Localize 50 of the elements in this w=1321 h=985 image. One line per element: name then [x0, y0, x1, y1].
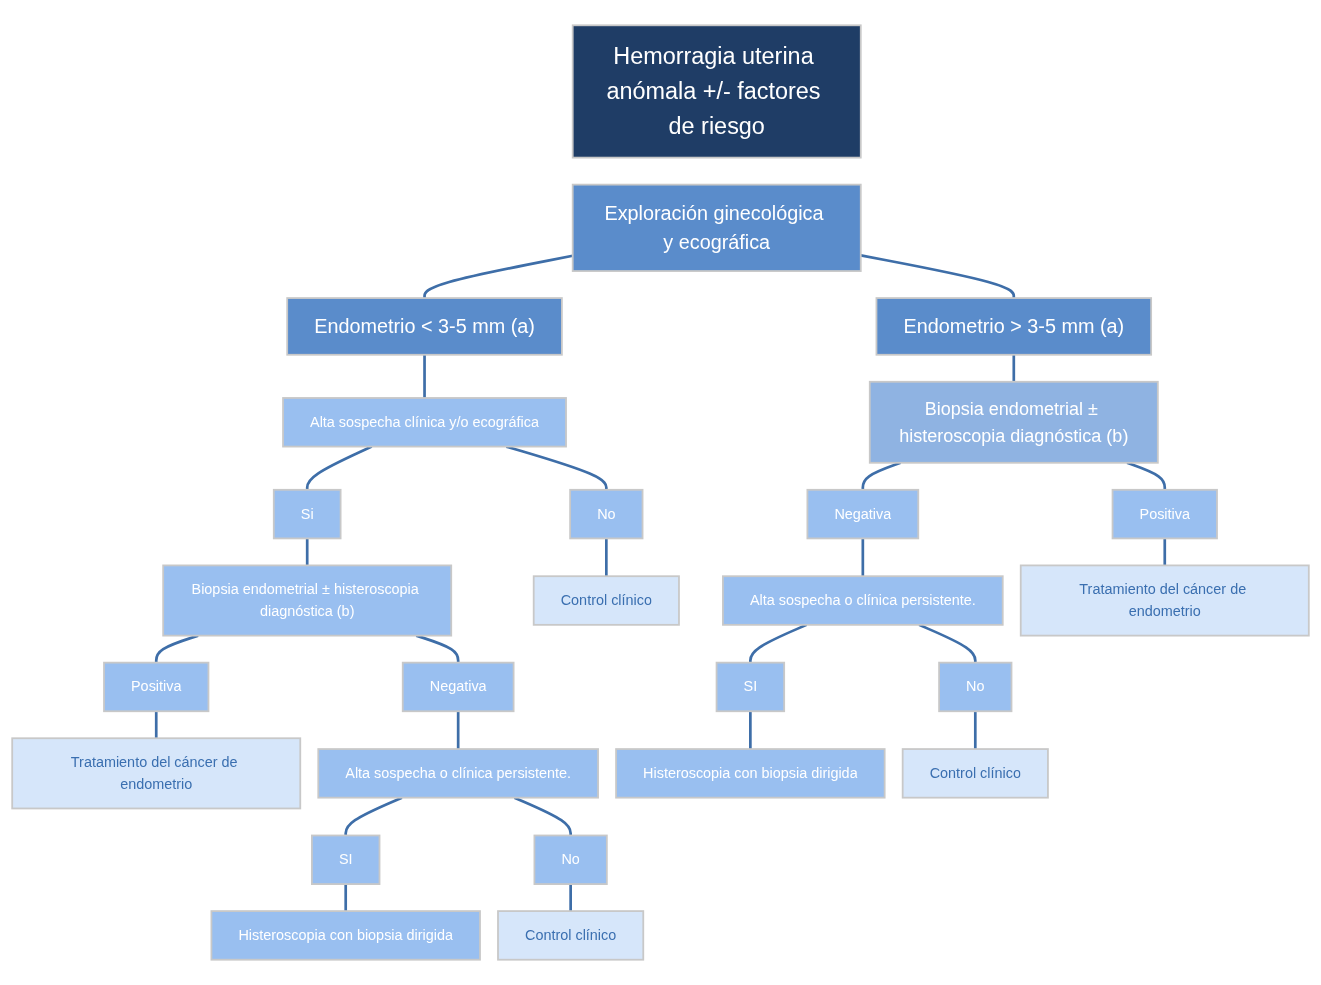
connector — [605, 538, 608, 577]
node-box: Control clínico — [532, 575, 680, 626]
connector — [918, 623, 977, 663]
connector — [305, 538, 309, 566]
node-box: Endometrio > 3-5 mm (a) — [875, 297, 1153, 356]
node-box: No — [569, 488, 644, 540]
connector — [749, 623, 808, 663]
node-box: No — [533, 834, 608, 885]
node-box: Control clínico — [497, 910, 645, 961]
node-box: Biopsia endometrial ± histeroscopia diagnóstica (b) — [868, 380, 1159, 464]
connector — [456, 711, 460, 750]
connector — [154, 634, 199, 663]
connector — [415, 634, 460, 663]
node-box: Exploración ginecológica y ecográfica — [571, 183, 862, 272]
node-box: Negativa — [806, 488, 920, 540]
node-box: Tratamiento del cáncer de endometrio — [11, 737, 302, 810]
node-box: SI — [715, 661, 786, 713]
node-box: No — [938, 661, 1013, 713]
node-box: Biopsia endometrial ± histeroscopia diagnóstica (b) — [162, 564, 453, 637]
node-box: Alta sospecha clínica y/o ecográfica — [282, 397, 567, 448]
node-box: Control clínico — [901, 748, 1049, 799]
connector — [344, 796, 403, 836]
connector — [569, 884, 572, 912]
connector — [154, 711, 158, 739]
node-box: Positiva — [103, 661, 210, 713]
node-box: Negativa — [401, 661, 515, 713]
connector — [861, 538, 865, 577]
connector — [305, 445, 373, 490]
node-box: Alta sospecha o clínica persistente. — [317, 748, 599, 799]
node-box: Endometrio < 3-5 mm (a) — [286, 297, 563, 356]
connector — [1126, 461, 1167, 490]
node-box: Si — [272, 488, 342, 540]
connector — [861, 461, 902, 490]
node-box: Histeroscopia con biopsia dirigida — [615, 748, 886, 799]
node-box: Histeroscopia con biopsia dirigida — [210, 910, 481, 961]
node-box: Alta sospecha o clínica persistente. — [722, 575, 1004, 626]
node-box: Hemorragia uterina anómala +/- factores de riesgo — [571, 24, 862, 159]
node-box: Tratamiento del cáncer de endometrio — [1019, 564, 1310, 637]
connector — [513, 796, 572, 836]
connector — [860, 254, 1016, 299]
connector — [1012, 354, 1016, 382]
connector — [973, 711, 977, 750]
connector — [344, 884, 348, 912]
connector — [505, 445, 608, 490]
connector — [1163, 538, 1167, 566]
node-box: SI — [311, 834, 381, 885]
node-box: Positiva — [1111, 488, 1218, 540]
connector — [423, 254, 573, 299]
connector — [749, 711, 752, 750]
connector — [423, 354, 426, 398]
